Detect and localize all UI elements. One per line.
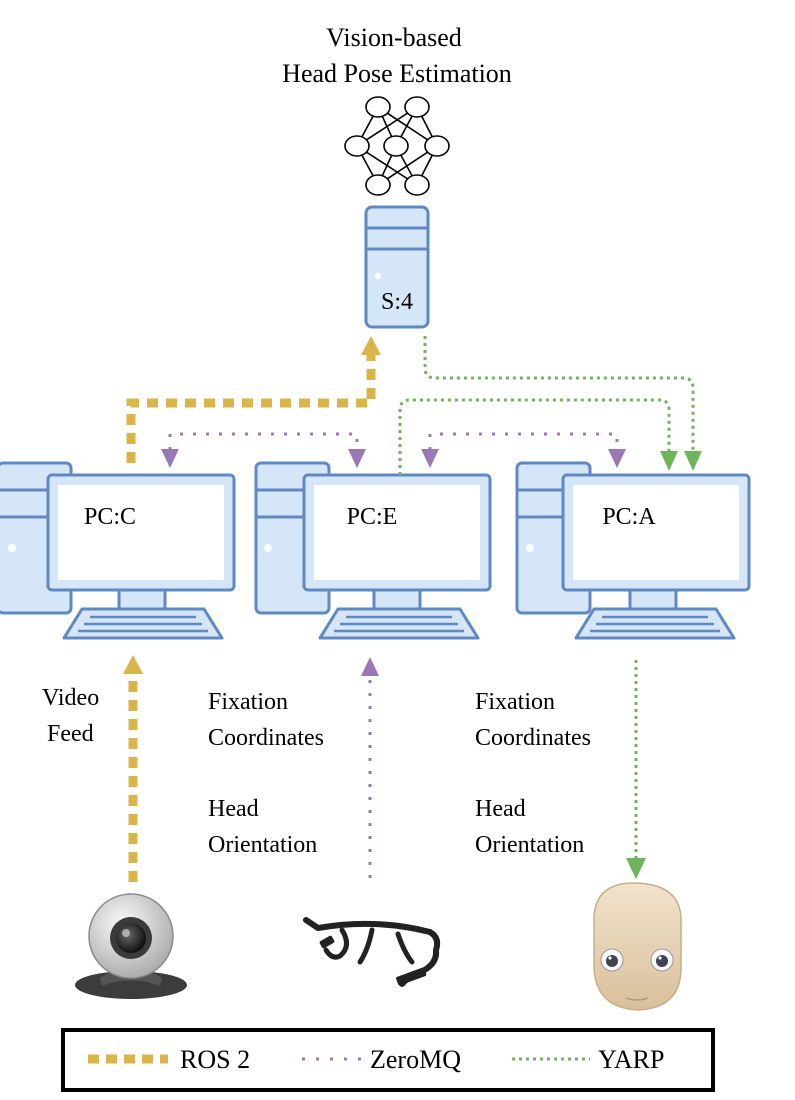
server-tower: S:4 <box>364 205 430 329</box>
ros2-arrowhead-server <box>361 336 381 355</box>
legend-ros2-label: ROS 2 <box>180 1045 250 1074</box>
webcam-icon <box>75 893 187 999</box>
zeromq-link-pce-pca <box>428 432 619 450</box>
robot-annotation: Fixation Coordinates Head Orientation <box>475 689 591 858</box>
pc-c: PC:C <box>0 461 236 640</box>
yarp-link-pce-to-pca <box>398 398 671 475</box>
yarp-arrowhead-robot <box>626 858 646 879</box>
video-label-line-2: Feed <box>47 721 94 747</box>
zeromq-arrowhead-pce-right <box>421 449 439 468</box>
pc-e: PC:E <box>254 461 492 640</box>
neural-network-icon <box>344 96 450 196</box>
zeromq-arrowhead-pca <box>608 449 626 468</box>
pc-a-label: PC:A <box>602 504 656 530</box>
ros2-links <box>123 336 381 882</box>
eyetracker-annotation: Fixation Coordinates Head Orientation <box>208 689 324 858</box>
eyetracker-label-line-4: Orientation <box>208 832 317 858</box>
robot-label-line-2: Coordinates <box>475 725 591 751</box>
yarp-arrowhead-pca-left <box>660 451 678 471</box>
legend-zeromq-label: ZeroMQ <box>370 1045 461 1074</box>
pc-c-label: PC:C <box>84 504 136 530</box>
yarp-links <box>398 336 702 879</box>
eyetracker-label-line-1: Fixation <box>208 689 288 715</box>
zeromq-arrowhead-pcc <box>161 449 179 468</box>
ros2-link-pcc-to-server <box>126 350 376 463</box>
zeromq-arrowhead-pce-bottom <box>361 657 379 676</box>
title-line-2: Head Pose Estimation <box>282 59 512 88</box>
eyetracker-label-line-3: Head <box>208 796 259 822</box>
title-line-1: Vision-based <box>326 23 462 52</box>
yarp-link-server-to-pca <box>423 336 695 452</box>
video-label-line-1: Video <box>42 685 99 711</box>
robot-label-line-3: Head <box>475 796 526 822</box>
eye-tracking-glasses-icon <box>303 917 441 987</box>
pc-a: PC:A <box>515 461 751 640</box>
legend-yarp-label: YARP <box>598 1045 664 1074</box>
zeromq-arrowhead-pce <box>348 449 366 468</box>
zeromq-link-pcc-pce <box>168 432 359 450</box>
legend: ROS 2 ZeroMQ YARP <box>61 1028 715 1092</box>
ros2-arrowhead-pcc <box>123 655 143 674</box>
eyetracker-label-line-2: Coordinates <box>208 725 324 751</box>
yarp-arrowhead-pca-right <box>684 451 702 471</box>
robot-head-icon <box>593 882 682 1011</box>
video-feed-annotation: Video Feed <box>42 685 99 747</box>
zeromq-links <box>161 432 626 878</box>
robot-label-line-4: Orientation <box>475 832 584 858</box>
server-label: S:4 <box>381 289 413 315</box>
robot-label-line-1: Fixation <box>475 689 555 715</box>
pc-e-label: PC:E <box>347 504 398 530</box>
